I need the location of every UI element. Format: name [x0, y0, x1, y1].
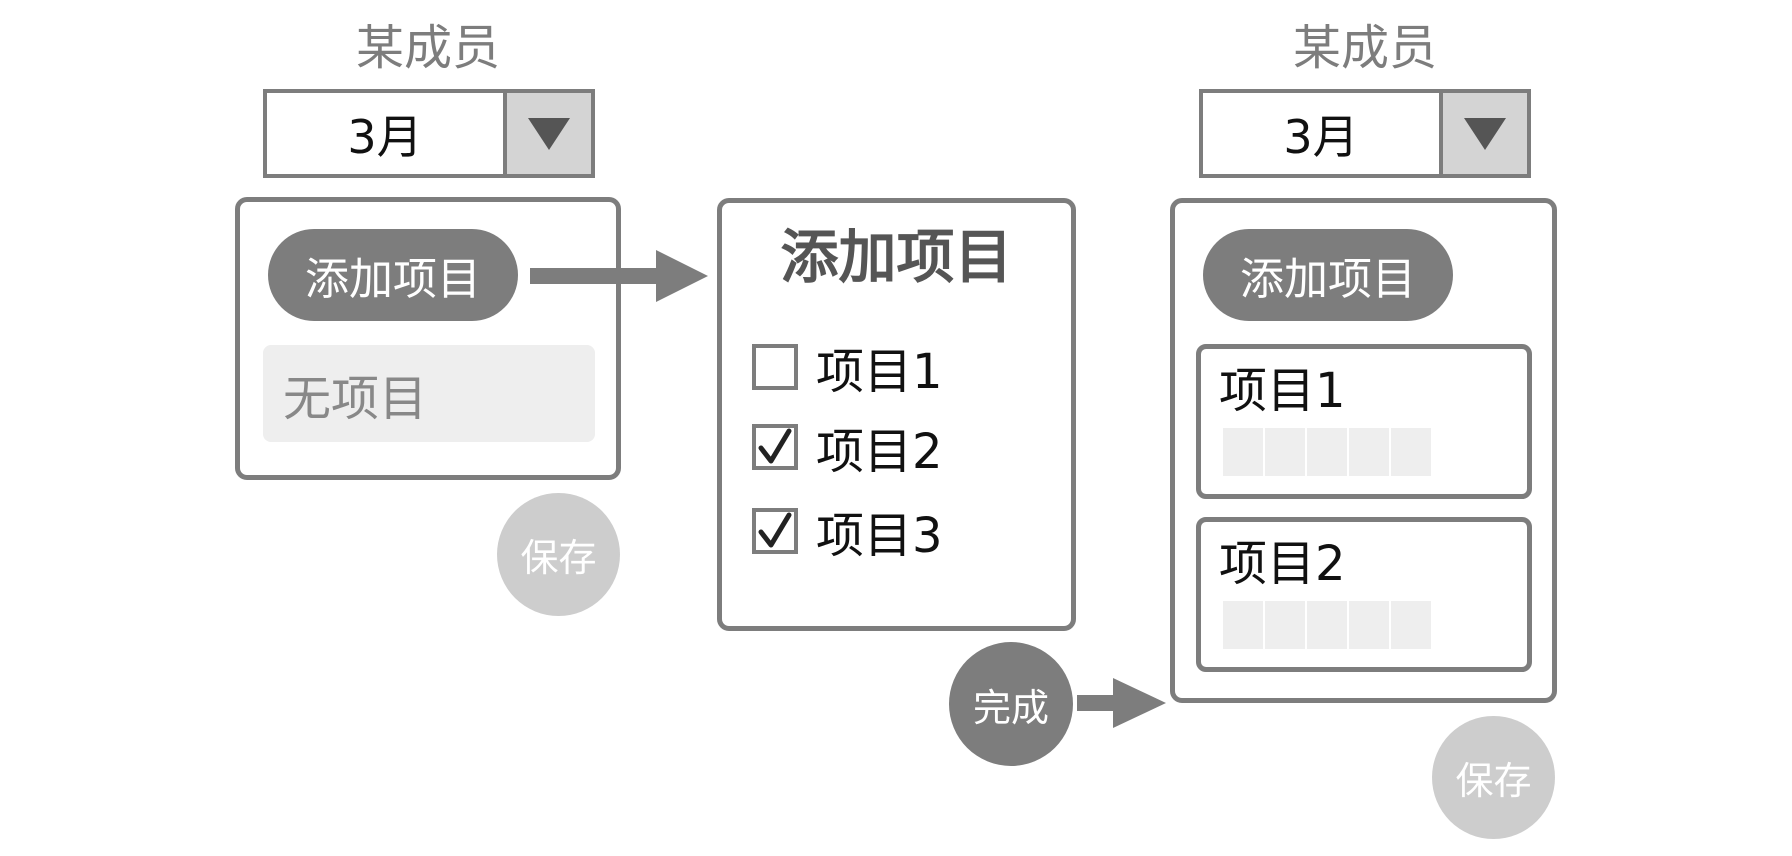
dialog-title: 添加项目 [780, 223, 1013, 291]
right-month-value: 3月 [1283, 109, 1359, 164]
day-cell[interactable] [1223, 428, 1265, 476]
arrow-right-icon [1077, 678, 1166, 728]
dialog-item-row[interactable]: 项目3 [752, 496, 943, 566]
checkbox-label: 项目3 [816, 508, 943, 564]
project-card[interactable]: 项目2 [1196, 517, 1532, 672]
left-month-dropdown-button[interactable] [503, 93, 591, 174]
day-cell[interactable] [1307, 601, 1349, 649]
right-add-project-button[interactable]: 添加项目 [1203, 229, 1453, 321]
day-cell[interactable] [1307, 428, 1349, 476]
dialog-item-row[interactable]: 项目1 [752, 332, 943, 402]
right-month-dropdown-button[interactable] [1439, 93, 1527, 174]
project-card[interactable]: 项目1 [1196, 344, 1532, 499]
day-cell[interactable] [1391, 601, 1433, 649]
right-save-button[interactable]: 保存 [1432, 716, 1555, 839]
add-project-dialog [717, 198, 1076, 631]
checkbox-checked[interactable] [752, 508, 798, 554]
day-cell[interactable] [1223, 601, 1265, 649]
left-empty-state: 无项目 [263, 345, 595, 442]
checkbox-unchecked[interactable] [752, 344, 798, 390]
day-cell[interactable] [1349, 601, 1391, 649]
check-mark-icon [758, 512, 792, 548]
checkbox-label: 项目1 [816, 344, 943, 400]
triangle-down-icon [528, 117, 570, 150]
dialog-item-row[interactable]: 项目2 [752, 412, 943, 482]
project-card-title: 项目1 [1219, 363, 1346, 419]
triangle-down-icon [1464, 117, 1506, 150]
arrow-right-icon [530, 250, 708, 302]
day-cell[interactable] [1265, 601, 1307, 649]
project-card-title: 项目2 [1219, 536, 1346, 592]
check-mark-icon [758, 428, 792, 464]
checkbox-checked[interactable] [752, 424, 798, 470]
left-month-select[interactable]: 3月 [263, 89, 595, 178]
day-cell[interactable] [1391, 428, 1433, 476]
project-card-cells [1223, 428, 1433, 476]
checkbox-label: 项目2 [816, 424, 943, 480]
day-cell[interactable] [1349, 428, 1391, 476]
left-add-project-button[interactable]: 添加项目 [268, 229, 518, 321]
left-save-button[interactable]: 保存 [497, 493, 620, 616]
day-cell[interactable] [1265, 428, 1307, 476]
right-member-title: 某成员 [1292, 20, 1437, 76]
left-member-title: 某成员 [355, 20, 500, 76]
left-month-value: 3月 [347, 109, 423, 164]
right-month-select[interactable]: 3月 [1199, 89, 1531, 178]
done-button[interactable]: 完成 [949, 642, 1073, 766]
project-card-cells [1223, 601, 1433, 649]
